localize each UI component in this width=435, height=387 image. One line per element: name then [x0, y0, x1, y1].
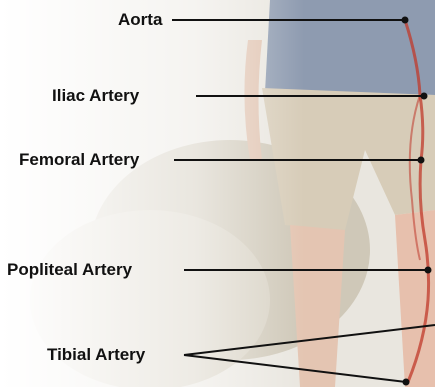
label-femoral-artery: Femoral Artery — [19, 150, 139, 170]
label-popliteal-artery: Popliteal Artery — [7, 260, 132, 280]
popliteal-leader-dot — [425, 267, 432, 274]
femoral-leader-dot — [418, 157, 425, 164]
tibial-leader-dot — [403, 379, 410, 386]
label-tibial-artery: Tibial Artery — [47, 345, 145, 365]
iliac-leader-dot — [421, 93, 428, 100]
label-iliac-artery: Iliac Artery — [52, 86, 139, 106]
aorta-leader-dot — [402, 17, 409, 24]
label-aorta: Aorta — [118, 10, 162, 30]
